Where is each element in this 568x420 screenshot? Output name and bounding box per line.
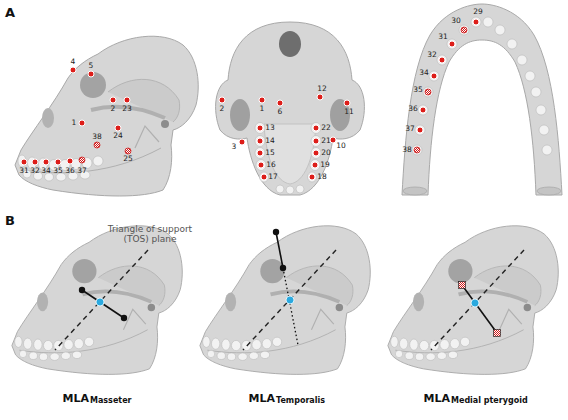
callout-number: 22 [321,124,331,132]
callout-number: 5 [89,62,94,70]
axis-subscript: Medial pterygoid [451,397,528,405]
callout-number: 3 [232,143,237,151]
callout-number: 2 [111,105,116,113]
callout-number: 2 [220,105,225,113]
callout-number: 38 [92,133,102,141]
callout-number: 19 [320,161,330,169]
callout-number: 31 [438,33,448,41]
callout-number: 29 [473,8,483,16]
callout-number: 34 [419,69,429,77]
callout-number: 18 [317,173,327,181]
callout-number: 6 [278,108,283,116]
callout-number: 17 [268,173,278,181]
callout-number: 1 [260,105,265,113]
callout-number: 37 [77,167,87,175]
callout-number: 38 [402,146,412,154]
callout-number: 35 [413,86,423,94]
axis-label: MLA [424,393,450,404]
callout-number: 36 [65,167,75,175]
callout-number: 14 [265,137,275,145]
panel-letter: B [5,214,15,227]
callout-number: 15 [265,149,275,157]
callout-number: 35 [53,167,63,175]
callout-number: 36 [408,105,418,113]
callout-number: 4 [71,58,76,66]
callout-number: 32 [30,167,40,175]
callout-number: 30 [451,17,461,25]
callout-number: 10 [336,142,346,150]
plane-label: Triangle of support (TOS) plane [104,224,196,245]
axis-subscript: Temporalis [276,397,325,405]
callout-number: 37 [405,125,415,133]
callout-number: 31 [19,167,29,175]
callout-number: 23 [122,105,132,113]
axis-label: MLA [249,393,275,404]
callout-number: 25 [123,155,133,163]
callout-number: 13 [265,124,275,132]
callout-number: 21 [321,137,331,145]
callout-number: 24 [113,132,123,140]
callout-number: 32 [427,51,437,59]
callout-number: 16 [266,161,276,169]
callout-number: 12 [317,85,327,93]
panel-letter: A [5,6,15,19]
axis-label: MLA [63,393,89,404]
callout-number: 20 [321,149,331,157]
callout-number: 34 [41,167,51,175]
callout-number: 11 [344,108,354,116]
callout-number: 1 [72,119,77,127]
axis-subscript: Masseter [90,397,132,405]
